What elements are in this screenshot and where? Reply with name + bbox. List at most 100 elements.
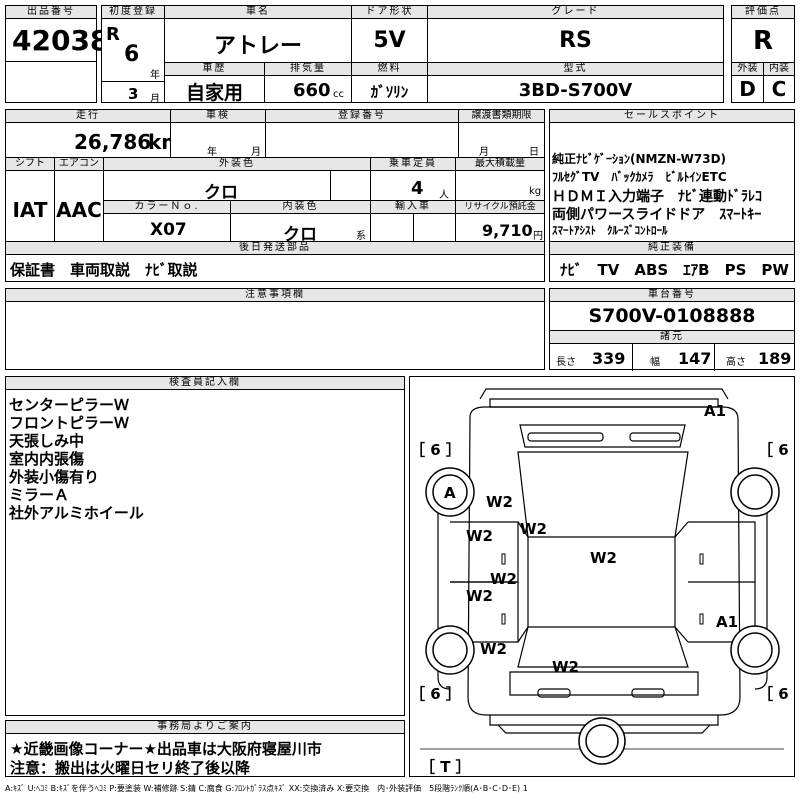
- fuel-cell: 燃料 ｶﾞｿﾘﾝ: [351, 62, 428, 103]
- history-label: 車歴: [165, 63, 264, 76]
- width-value: 147: [678, 349, 712, 368]
- mileage-label: 走行: [6, 110, 170, 123]
- max-load-unit: kg: [529, 186, 542, 197]
- mark-a1-front: A1: [704, 402, 726, 420]
- inspection-year-unit: 年: [207, 147, 217, 158]
- history-cell: 車歴 自家用: [164, 62, 265, 104]
- mark-w2-cpillar: W2: [520, 520, 547, 538]
- model-code-value: 3BD-S700V: [518, 80, 633, 101]
- interior-score-cell: 内装 C: [763, 62, 795, 103]
- history-value: 自家用: [185, 82, 243, 104]
- transfer-cell: 譲渡書類期限 月 日: [458, 109, 545, 158]
- notes-cell: 注意事項欄: [5, 288, 545, 370]
- reg-no-cell: 登録番号: [265, 109, 459, 158]
- mark-w2-door-side: W2: [490, 570, 517, 588]
- chassis-cell: 車台番号 S700V-0108888: [549, 288, 795, 331]
- int-color-cell: 内装色 クロ 系: [230, 200, 371, 245]
- capacity-label: 乗車定員: [371, 158, 455, 171]
- equipment-label: 純正装備: [550, 242, 794, 255]
- legend-text: A:ｷｽﾞ U:ﾍｺﾐ B:ｷｽﾞを伴うﾍｺﾐ P:要塗装 W:補修跡 S:錆 …: [5, 784, 528, 793]
- inspector-cell: 検査員記入欄 センターピラーＷ フロントピラーＷ 天張しみ中 室内内張傷 外装小…: [5, 376, 405, 716]
- car-diagram: ［ 6 ］ ［ 6 ］ ［ 6 ］ ［ 6 ］ ［ T ］ A1 A W2 W2…: [410, 388, 794, 776]
- mark-a1-rear: A1: [716, 613, 738, 631]
- mark-w2-roof: W2: [590, 549, 617, 567]
- office-line-2: 注意：搬出は火曜日セリ終了後以降: [10, 759, 251, 777]
- later-parts-value: 保証書 車両取説 ﾅﾋﾞ取説: [10, 261, 198, 279]
- office-line-1: ★近畿画像コーナー★出品車は大阪府寝屋川市: [10, 740, 322, 758]
- first-reg-year-unit: 年: [150, 70, 160, 81]
- import-cell: 輸入車: [370, 200, 456, 243]
- recycle-cell: リサイクル預託金 9,710 円: [455, 200, 545, 242]
- equipment-cell: 純正装備 ﾅﾋﾞ TV ABS ｴｱB PS PW: [549, 241, 795, 282]
- length-label: 長さ: [556, 357, 576, 368]
- office-label: 事務局よりご案内: [6, 721, 404, 734]
- height-value: 189: [758, 349, 792, 368]
- displacement-cell: 排気量 660 cc: [264, 62, 352, 103]
- inspector-line-7: 社外アルミホイール: [9, 504, 144, 522]
- dims-cell: 諸元 長さ 339 幅 147 高さ 189: [549, 330, 795, 371]
- displacement-unit: cc: [333, 89, 344, 100]
- inspector-line-4: 室内内張傷: [9, 450, 85, 468]
- sales-points-cell: セールスポイント 純正ﾅﾋﾞｹﾞｰｼｮﾝ(NMZN-W73D) ﾌﾙｾｸﾞTV …: [549, 109, 795, 242]
- lot-number-label: 出品番号: [6, 6, 96, 19]
- score-label: 評価点: [732, 6, 794, 19]
- shift-value: IAT: [12, 198, 48, 222]
- sales-points-label: セールスポイント: [550, 110, 794, 123]
- displacement-value: 660: [293, 80, 331, 101]
- car-name-label: 車名: [165, 6, 351, 19]
- car-name-cell: 車名 アトレー: [164, 5, 352, 63]
- capacity-cell: 乗車定員 4 人: [370, 157, 456, 201]
- transfer-label: 譲渡書類期限: [459, 110, 544, 123]
- sales-point-line-2: ﾌﾙｾｸﾞTV ﾊﾞｯｸｶﾒﾗ ﾋﾞﾙﾄｲﾝETC: [552, 170, 727, 184]
- first-reg-cell: 初度登録 R 6 年 3 月: [101, 5, 166, 105]
- ac-label: エアコン: [55, 158, 103, 171]
- later-parts-cell: 後日発送部品 保証書 車両取説 ﾅﾋﾞ取説: [5, 241, 545, 282]
- height-label: 高さ: [726, 357, 746, 368]
- import-label: 輸入車: [371, 201, 455, 214]
- lot-extra-cell: [5, 61, 97, 103]
- ext-color-label: 外装色: [104, 158, 370, 171]
- dims-label: 諸元: [550, 331, 794, 344]
- mark-w2-rear: W2: [552, 658, 579, 676]
- int-color-label: 内装色: [231, 201, 370, 214]
- color-no-value: X07: [150, 220, 187, 240]
- mileage-cell: 走行 26,786 km: [5, 109, 182, 158]
- displacement-label: 排気量: [265, 63, 351, 76]
- ext-color-cell: 外装色 クロ: [103, 157, 371, 203]
- first-reg-year: 6: [124, 42, 140, 67]
- first-reg-month: 3: [128, 85, 139, 103]
- sales-point-line-5: ｽﾏｰﾄｱｼｽﾄ ｸﾙｰｽﾞｺﾝﾄﾛｰﾙ: [552, 224, 668, 237]
- shift-label: シフト: [6, 158, 54, 171]
- chassis-value: S700V-0108888: [588, 305, 756, 327]
- width-label: 幅: [650, 357, 660, 368]
- fuel-value: ｶﾞｿﾘﾝ: [370, 83, 409, 101]
- inspector-line-6: ミラーＡ: [9, 486, 70, 504]
- inspection-month-unit: 月: [251, 147, 261, 158]
- model-code-cell: 型式 3BD-S700V: [427, 62, 724, 103]
- max-load-label: 最大積載量: [456, 158, 544, 171]
- first-reg-month-unit: 月: [150, 94, 160, 105]
- ac-cell: エアコン AAC: [54, 157, 104, 242]
- capacity-value: 4: [411, 178, 424, 199]
- recycle-label: リサイクル預託金: [456, 201, 544, 214]
- length-value: 339: [592, 349, 626, 368]
- capacity-unit: 人: [439, 190, 449, 201]
- later-parts-label: 後日発送部品: [6, 242, 544, 255]
- ac-value: AAC: [56, 198, 102, 222]
- exterior-score-value: D: [739, 77, 756, 101]
- tire-fl-label: ［ 6 ］: [410, 441, 461, 459]
- first-reg-label: 初度登録: [102, 6, 164, 19]
- door-cell: ドア形状 5V: [351, 5, 428, 63]
- equipment-value: ﾅﾋﾞ TV ABS ｴｱB PS PW: [560, 261, 789, 279]
- sales-point-line-1: 純正ﾅﾋﾞｹﾞｰｼｮﾝ(NMZN-W73D): [552, 152, 727, 166]
- fuel-label: 燃料: [352, 63, 427, 76]
- interior-score-value: C: [771, 77, 787, 101]
- sales-point-line-3: ＨＤＭＩ入力端子 ﾅﾋﾞ連動ﾄﾞﾗﾚｺ: [552, 189, 762, 205]
- interior-score-label: 内装: [764, 63, 794, 76]
- color-no-label: カラーＮｏ.: [104, 201, 230, 214]
- max-load-cell: 最大積載量 kg: [455, 157, 545, 201]
- grade-label: グレード: [428, 6, 723, 19]
- inspection-label: 車検: [171, 110, 265, 123]
- inspector-line-5: 外装小傷有り: [9, 468, 100, 486]
